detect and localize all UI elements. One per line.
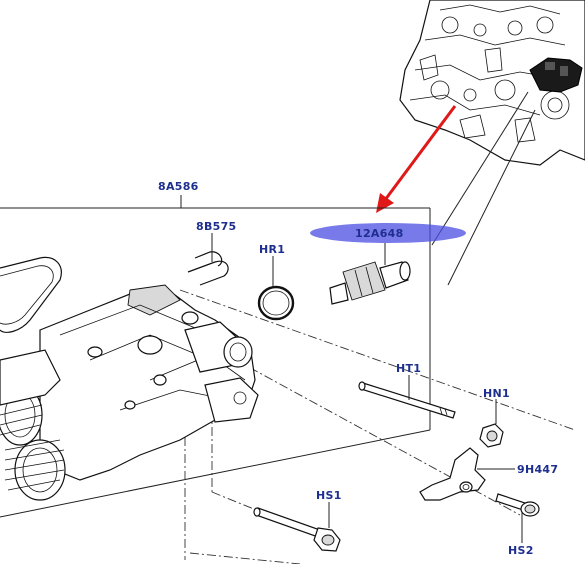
leader-line: [431, 91, 529, 246]
hose-connectors: [0, 349, 66, 501]
label-9H447: 9H447: [517, 463, 558, 476]
red-arrow: [376, 105, 457, 213]
sensor-highlight: [310, 223, 466, 243]
center-lines: [179, 289, 576, 564]
o-ring: [257, 285, 295, 321]
label-8A586: 8A586: [158, 180, 199, 193]
bracket: [419, 447, 486, 501]
bolt-hs2: [495, 493, 540, 517]
label-HS2: HS2: [508, 544, 534, 557]
nut: [479, 423, 504, 448]
label-12A648: 12A648: [355, 227, 404, 240]
stud: [358, 381, 456, 419]
assembly-box: [0, 195, 431, 518]
label-leaders: [211, 233, 523, 543]
engine-illustration: [399, 0, 585, 166]
gasket: [0, 256, 62, 333]
label-HN1: HN1: [483, 387, 510, 400]
thermostat-housing: [39, 284, 259, 481]
label-HT1: HT1: [396, 362, 421, 375]
bolt-hs1: [253, 507, 341, 552]
temperature-sensor: [329, 261, 411, 305]
label-8B575: 8B575: [196, 220, 237, 233]
label-HS1: HS1: [316, 489, 342, 502]
label-HR1: HR1: [259, 243, 285, 256]
retaining-clip: [187, 251, 229, 286]
leader-line: [447, 109, 536, 286]
